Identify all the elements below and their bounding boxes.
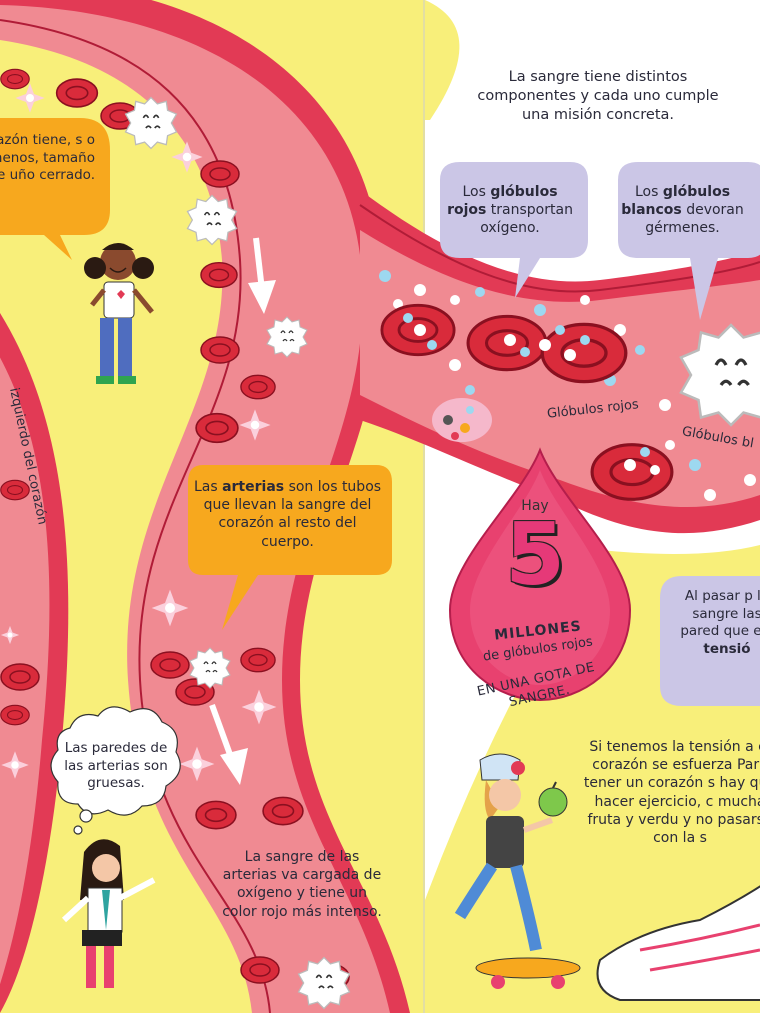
sneaker-figure	[596, 885, 760, 1001]
drop-hay: Hay	[521, 498, 549, 514]
bubble-tension-bold: tensió	[703, 640, 751, 657]
artery-walls-bubble: Las paredes de las arterias son gruesas.	[64, 740, 168, 792]
woman-figure	[61, 839, 156, 988]
white-cells-bubble: Los glóbulos blancos devoran gérmenes.	[620, 183, 745, 238]
girl-figure	[84, 243, 154, 384]
arteries-bubble: Las arterias son los tubos que llevan la…	[190, 478, 385, 551]
bubble-arteries-bold: arterias	[222, 479, 285, 495]
bubble-red-post: transportan oxígeno.	[480, 202, 573, 237]
red-cells-bubble: Los glóbulos rojos transportan oxígeno.	[445, 183, 575, 238]
intro-text: La sangre tiene distintos componentes y …	[477, 69, 719, 123]
skater-figure	[454, 753, 581, 989]
drop-number: 5	[505, 505, 565, 605]
tension-bubble: Al pasar p la sangre las pared que eje t…	[672, 588, 760, 658]
bubble-tension-pre: Al pasar p la sangre las pared que eje	[680, 588, 760, 640]
health-paragraph: Si tenemos la tensión a el corazón se es…	[583, 739, 760, 846]
bubble-red-pre: Los	[462, 184, 486, 200]
bubble-white-post: devoran gérmenes.	[645, 202, 744, 237]
bubble-white-pre: Los	[634, 184, 659, 200]
bubble-arteries-pre: Las	[193, 479, 218, 495]
heart-size-bubble: razón tiene, s o menos, tamaño de uño ce…	[0, 132, 95, 184]
bubble-red-bold: glóbulos rojos	[447, 184, 558, 219]
bubble-arteries-post: son los tubos que llevan la sangre del c…	[203, 479, 382, 550]
bubble-white-bold: glóbulos blancos	[621, 184, 731, 219]
artery-blood-paragraph: La sangre de las arterias va cargada de …	[222, 849, 382, 920]
